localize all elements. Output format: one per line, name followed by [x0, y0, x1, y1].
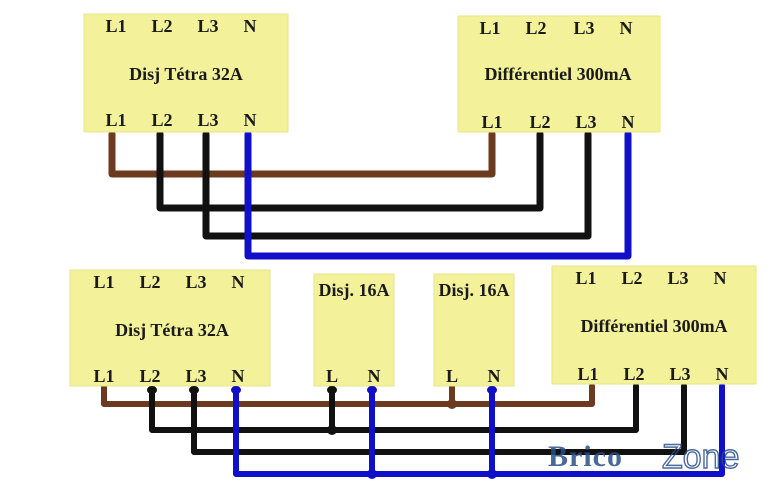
- top-breaker-top-l2: L2: [151, 16, 172, 36]
- top-diff-title: Différentiel 300mA: [484, 64, 631, 84]
- top-diff-top-l2: L2: [525, 18, 546, 38]
- bottom-diff-top-n: N: [714, 268, 727, 288]
- terminal-dot-n: [231, 386, 241, 394]
- bottom-diff-bottom-l1: L1: [577, 364, 598, 384]
- top-breaker-bottom-l3: L3: [197, 110, 218, 130]
- bottom-breaker-top-l2: L2: [139, 272, 160, 292]
- bottom-breaker-bottom-n: N: [232, 366, 245, 386]
- bottom-diff-top-l3: L3: [667, 268, 688, 288]
- disj2-module: Disj. 16A L N: [433, 273, 515, 387]
- top-diff-top-l3: L3: [573, 18, 594, 38]
- bricozone-logo: Brico Zone: [548, 437, 740, 476]
- top-diff-top-n: N: [620, 18, 633, 38]
- bottom-wire-l2: [149, 383, 639, 433]
- logo-brico: Brico: [548, 440, 623, 473]
- disj2-l: L: [446, 366, 458, 386]
- top-wire-l3: [202, 130, 592, 240]
- disj2-title: Disj. 16A: [439, 280, 510, 300]
- disj1-module: Disj. 16A L N: [313, 273, 395, 387]
- junction-dot-l2-disj1: [327, 425, 337, 435]
- bottom-breaker-top-n: N: [232, 272, 245, 292]
- junction-dots: [147, 386, 497, 479]
- disj2-dot-n: [487, 386, 497, 394]
- bottom-diff-bottom-n: N: [716, 364, 729, 384]
- bottom-breaker-top-l3: L3: [185, 272, 206, 292]
- bottom-breaker-top-l1: L1: [93, 272, 114, 292]
- bottom-breaker-bottom-l2: L2: [139, 366, 160, 386]
- disj1-n: N: [368, 366, 381, 386]
- top-breaker-top-l3: L3: [197, 16, 218, 36]
- terminal-dot-l3: [189, 386, 199, 394]
- top-wire-l2: [156, 130, 544, 212]
- top-breaker-bottom-l1: L1: [105, 110, 126, 130]
- junction-dot-n-disj2: [487, 469, 497, 479]
- bottom-diff-bottom-l2: L2: [623, 364, 644, 384]
- bottom-wire-l3: [191, 383, 687, 455]
- disj1-title: Disj. 16A: [319, 280, 390, 300]
- terminal-dot-l2: [147, 386, 157, 394]
- bottom-diff-title: Différentiel 300mA: [580, 316, 727, 336]
- bottom-breaker-bottom-l1: L1: [93, 366, 114, 386]
- top-diff-bottom-l1: L1: [481, 112, 502, 132]
- disj1-l: L: [326, 366, 338, 386]
- top-diff-bottom-n: N: [622, 112, 635, 132]
- bottom-diff-bottom-l3: L3: [669, 364, 690, 384]
- bottom-wires: [101, 383, 725, 477]
- top-breaker-bottom-l2: L2: [151, 110, 172, 130]
- bottom-diff-top-l2: L2: [621, 268, 642, 288]
- logo-zone: Zone: [662, 438, 740, 476]
- bottom-diff-top-l1: L1: [575, 268, 596, 288]
- top-diff-top-l1: L1: [479, 18, 500, 38]
- junction-dot-l1-disj2: [447, 399, 457, 409]
- top-breaker-module: L1 L2 L3 N Disj Tétra 32A L1 L2 L3 N: [83, 13, 289, 133]
- bottom-wire-l1: [101, 383, 595, 407]
- top-breaker-title: Disj Tétra 32A: [129, 64, 243, 84]
- top-differential-module: L1 L2 L3 N Différentiel 300mA L1 L2 L3 N: [457, 15, 661, 133]
- disj1-dot-n: [367, 386, 377, 394]
- top-breaker-top-l1: L1: [105, 16, 126, 36]
- disj2-n: N: [488, 366, 501, 386]
- top-wires: [108, 130, 632, 260]
- top-breaker-top-n: N: [244, 16, 257, 36]
- bottom-breaker-module: L1 L2 L3 N Disj Tétra 32A L1 L2 L3 N: [69, 269, 271, 387]
- bottom-wire-n: [233, 383, 725, 477]
- bottom-breaker-title: Disj Tétra 32A: [115, 320, 229, 340]
- bottom-differential-module: L1 L2 L3 N Différentiel 300mA L1 L2 L3 N: [551, 265, 757, 385]
- top-wire-l1: [108, 130, 496, 178]
- junction-dot-n-disj1: [367, 469, 377, 479]
- top-breaker-bottom-n: N: [244, 110, 257, 130]
- top-diff-bottom-l3: L3: [575, 112, 596, 132]
- top-wire-n: [244, 130, 632, 260]
- top-diff-bottom-l2: L2: [529, 112, 550, 132]
- bottom-breaker-bottom-l3: L3: [185, 366, 206, 386]
- disj1-dot-l: [327, 386, 337, 394]
